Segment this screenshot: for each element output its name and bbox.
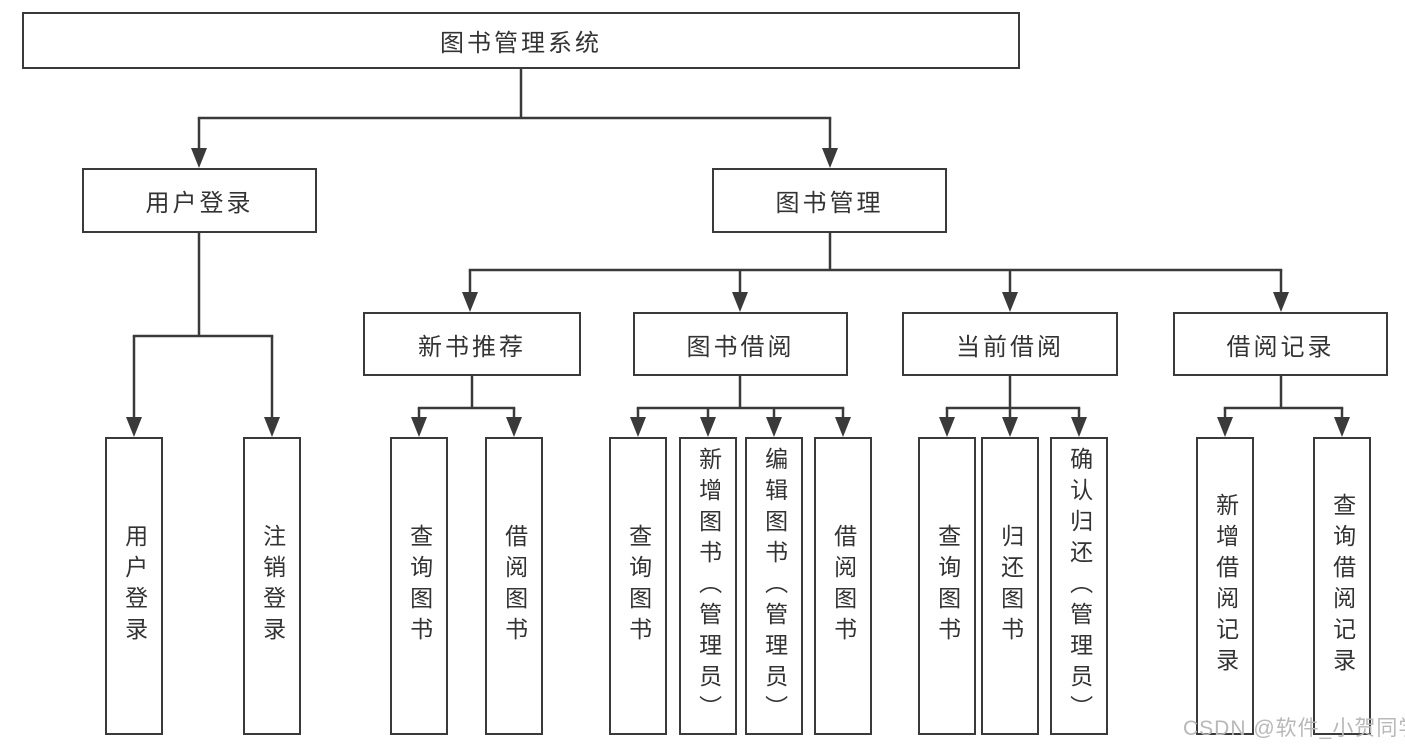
node-borrow-records: 借阅记录 xyxy=(1173,312,1388,376)
node-borrow-records-label: 借阅记录 xyxy=(1226,333,1335,361)
leaf-query-books-1-label: 查询图书 xyxy=(406,524,433,648)
leaf-confirm-return-admin: 确认归还（管理员） xyxy=(1050,437,1108,735)
node-current-borrow: 当前借阅 xyxy=(902,312,1118,376)
node-book-management-label: 图书管理 xyxy=(775,190,884,217)
node-new-book-recommend: 新书推荐 xyxy=(363,312,581,376)
leaf-query-books-2: 查询图书 xyxy=(609,437,667,735)
arrow-down-icon xyxy=(411,417,427,437)
arrow-down-icon xyxy=(264,417,280,437)
leaf-confirm-return-admin-label: 确认归还（管理员） xyxy=(1066,446,1093,726)
arrow-down-icon xyxy=(732,292,748,312)
arrow-down-icon xyxy=(1217,417,1233,437)
arrow-down-icon xyxy=(462,292,478,312)
csdn-watermark: CSDN @软件_小贺同学 xyxy=(1183,717,1405,740)
node-book-borrow-label: 图书借阅 xyxy=(686,333,795,361)
leaf-query-books-2-label: 查询图书 xyxy=(625,524,652,648)
arrow-down-icon xyxy=(1071,417,1087,437)
leaf-borrow-books-1-label: 借阅图书 xyxy=(501,524,528,648)
leaf-logout-label: 注销登录 xyxy=(259,524,286,648)
node-user-login-label: 用户登录 xyxy=(145,190,254,217)
leaf-query-borrow-record-label: 查询借阅记录 xyxy=(1329,493,1356,679)
node-new-book-recommend-label: 新书推荐 xyxy=(418,333,526,361)
node-root-label: 图书管理系统 xyxy=(440,30,602,57)
arrow-down-icon xyxy=(1002,292,1018,312)
arrow-down-icon xyxy=(630,417,646,437)
arrow-down-icon xyxy=(506,417,522,437)
arrow-down-icon xyxy=(766,417,782,437)
leaf-user-login-label: 用户登录 xyxy=(121,524,148,648)
leaf-query-books-1: 查询图书 xyxy=(390,437,448,735)
leaf-add-books-admin-label: 新增图书（管理员） xyxy=(695,446,722,726)
node-user-login: 用户登录 xyxy=(82,168,317,233)
leaf-logout: 注销登录 xyxy=(243,437,301,735)
arrow-down-icon xyxy=(191,148,207,168)
leaf-edit-books-admin: 编辑图书（管理员） xyxy=(745,437,803,735)
arrow-down-icon xyxy=(1273,292,1289,312)
node-current-borrow-label: 当前借阅 xyxy=(956,333,1064,361)
leaf-query-borrow-record: 查询借阅记录 xyxy=(1313,437,1371,735)
arrow-down-icon xyxy=(822,148,838,168)
node-book-borrow: 图书借阅 xyxy=(633,312,848,376)
leaf-return-books-label: 归还图书 xyxy=(997,524,1024,648)
arrow-down-icon xyxy=(835,417,851,437)
arrow-down-icon xyxy=(700,417,716,437)
leaf-borrow-books-1: 借阅图书 xyxy=(485,437,543,735)
leaf-add-borrow-record-label: 新增借阅记录 xyxy=(1212,493,1239,679)
leaf-return-books: 归还图书 xyxy=(981,437,1039,735)
leaf-edit-books-admin-label: 编辑图书（管理员） xyxy=(761,446,788,726)
arrow-down-icon xyxy=(126,417,142,437)
arrow-down-icon xyxy=(1002,417,1018,437)
leaf-query-books-3-label: 查询图书 xyxy=(934,524,961,648)
arrow-down-icon xyxy=(939,417,955,437)
arrow-down-icon xyxy=(1334,417,1350,437)
leaf-add-books-admin: 新增图书（管理员） xyxy=(679,437,737,735)
leaf-query-books-3: 查询图书 xyxy=(918,437,976,735)
node-root: 图书管理系统 xyxy=(22,12,1020,69)
leaf-add-borrow-record: 新增借阅记录 xyxy=(1196,437,1254,735)
leaf-borrow-books-2: 借阅图书 xyxy=(814,437,872,735)
leaf-user-login: 用户登录 xyxy=(105,437,163,735)
leaf-borrow-books-2-label: 借阅图书 xyxy=(830,524,857,648)
node-book-management: 图书管理 xyxy=(712,168,947,233)
